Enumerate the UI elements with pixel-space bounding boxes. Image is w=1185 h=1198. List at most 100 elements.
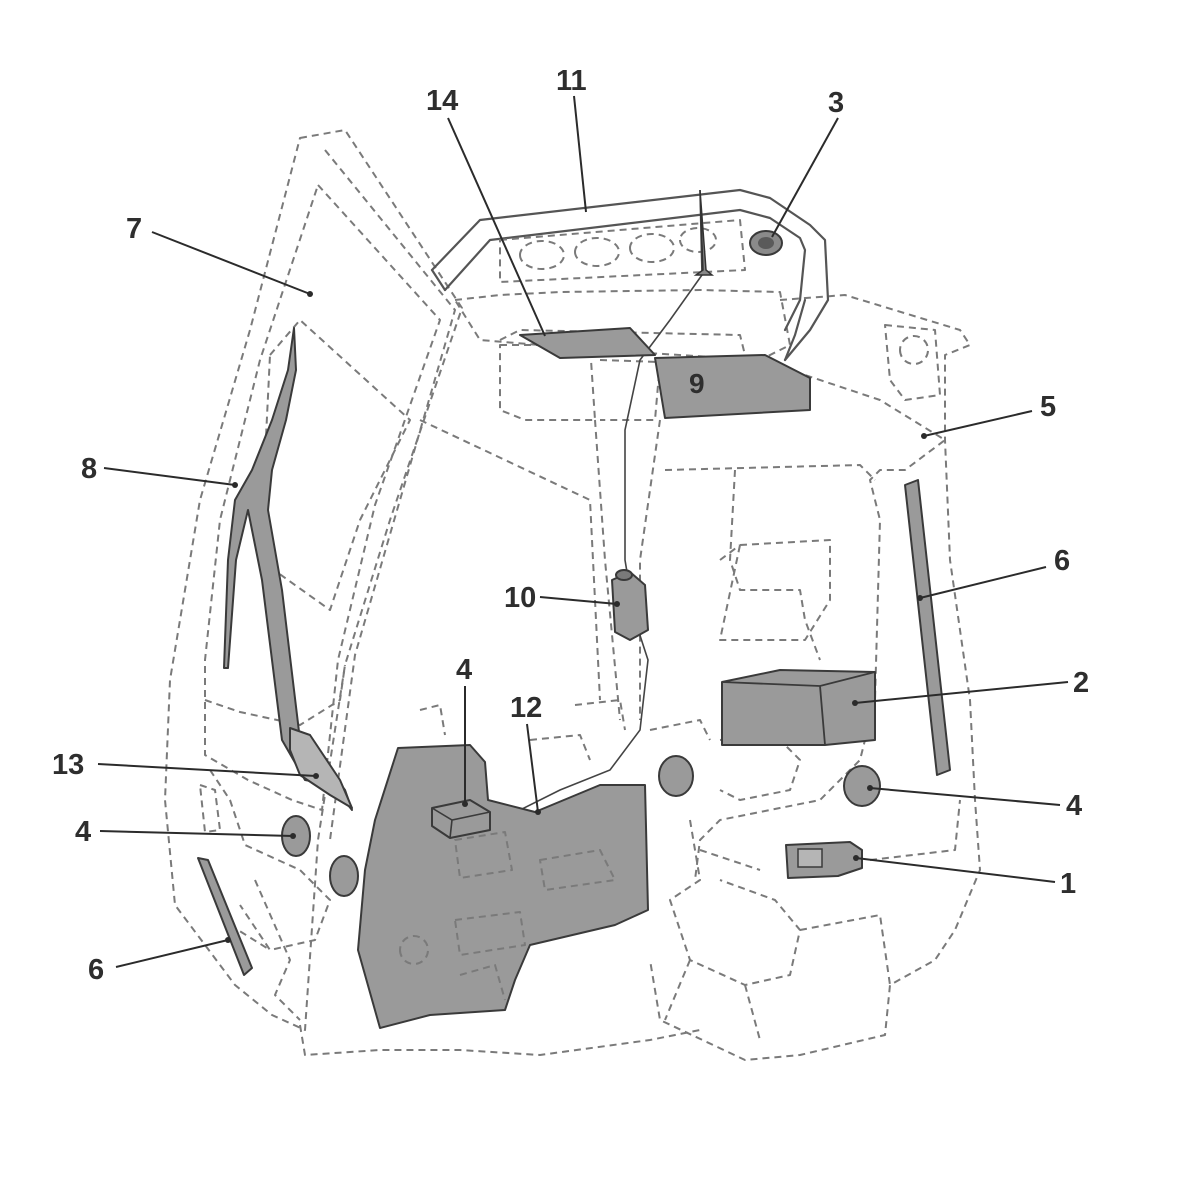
floor-outline <box>299 1024 701 1056</box>
left-lower-panel <box>204 664 346 726</box>
left-frame-outer <box>164 129 463 1031</box>
leader-11 <box>573 95 587 213</box>
leader-7 <box>151 231 311 295</box>
rear-window-2 <box>599 359 661 421</box>
callout-5: 5 <box>1040 391 1056 423</box>
callout-7: 7 <box>126 213 142 245</box>
leader-5-dot <box>921 433 927 439</box>
part-4-speaker-right <box>843 765 881 807</box>
part-4-mat-block-edge <box>431 807 491 839</box>
leader-3 <box>771 117 839 238</box>
leader-12 <box>526 723 539 813</box>
callout-14: 14 <box>426 85 458 117</box>
part-2-box-top-edge <box>721 671 876 746</box>
part-4-speaker-left-2 <box>329 855 359 897</box>
part-6-left-strip <box>197 857 253 976</box>
antenna <box>693 189 715 276</box>
right-upper-vent <box>884 324 941 401</box>
leader-8-dot <box>232 482 238 488</box>
roll-bar <box>430 188 830 362</box>
leader-6-right <box>919 566 1047 599</box>
callout-6-right: 6 <box>1054 545 1070 577</box>
roll-bar-base <box>430 268 447 292</box>
part-13-motor-cover <box>289 727 353 809</box>
callout-2: 2 <box>1073 667 1089 699</box>
callout-4-top: 4 <box>456 654 472 686</box>
left-floor <box>209 769 331 951</box>
right-vent-circle <box>899 335 929 365</box>
light-panel <box>499 219 746 283</box>
right-back-panel-2 <box>729 469 821 661</box>
leader-6-left-dot <box>225 937 231 943</box>
left-frame-inner <box>204 184 441 811</box>
part-9-rear-pad <box>654 354 811 419</box>
leader-2 <box>854 681 1069 704</box>
leader-4-left-dot <box>290 833 296 839</box>
leader-4-top-dot <box>462 801 468 807</box>
left-window <box>259 319 411 611</box>
light-housing-3 <box>629 233 675 263</box>
part-12-mat-detail <box>399 831 616 1001</box>
leader-10-dot <box>614 601 620 607</box>
part-10-bottle-cap <box>615 569 633 581</box>
part-4-speaker-center <box>658 755 694 797</box>
center-pillar-3 <box>419 419 601 701</box>
leader-14 <box>447 117 546 337</box>
callout-12: 12 <box>510 692 542 724</box>
leader-12-dot <box>535 809 541 815</box>
callout-10: 10 <box>504 582 536 614</box>
leader-4-left <box>99 830 294 837</box>
callout-4-right: 4 <box>1066 790 1082 822</box>
part-6-right-strip <box>904 479 951 776</box>
callout-13: 13 <box>52 749 84 781</box>
leader-1 <box>855 857 1056 883</box>
callout-6-left: 6 <box>88 954 104 986</box>
leader-5 <box>923 410 1033 437</box>
part-4-mat-block <box>431 799 491 839</box>
parts <box>197 230 951 1029</box>
leader-6-right-dot <box>917 595 923 601</box>
roof-frame <box>454 289 791 361</box>
right-frame-outer <box>649 294 981 1061</box>
light-housing-4 <box>679 227 717 253</box>
leader-8 <box>103 467 236 486</box>
left-frame-inner-2 <box>324 149 456 841</box>
center-pillar-right <box>639 419 661 720</box>
callout-8: 8 <box>81 453 97 485</box>
roll-bar-outer <box>430 188 830 362</box>
part-1-switch-face <box>797 848 823 868</box>
center-console-dash <box>419 699 711 761</box>
callout-9: 9 <box>689 368 705 399</box>
right-inner-panel <box>694 359 946 881</box>
leader-4-right-dot <box>867 785 873 791</box>
part-14-headliner-pad <box>519 327 656 359</box>
leader-lines <box>97 95 1069 968</box>
leader-6-left <box>115 939 229 968</box>
callout-11: 11 <box>556 65 587 97</box>
leader-13 <box>97 763 317 777</box>
part-2-right-panel-box <box>721 669 876 746</box>
part-3-dome-light-inner <box>758 237 774 249</box>
leader-13-dot <box>313 773 319 779</box>
seat-back <box>719 539 831 641</box>
leader-2-dot <box>852 700 858 706</box>
callout-1: 1 <box>1060 868 1076 900</box>
right-back-panel <box>664 464 876 481</box>
leader-7-dot <box>307 291 313 297</box>
floor-right <box>699 799 961 871</box>
left-pedal-box <box>199 784 221 833</box>
callout-numbers: 1 2 3 4 4 4 5 6 6 7 8 9 10 11 12 13 14 <box>52 65 1089 986</box>
roll-bar-end <box>783 298 807 362</box>
leader-4-right <box>869 787 1061 806</box>
roll-bar-inner <box>443 208 807 332</box>
floor-inner-2 <box>664 914 891 1041</box>
leader-10 <box>539 596 618 605</box>
part-12-floor-mat <box>357 744 649 1029</box>
light-housing-1 <box>519 240 565 270</box>
cab-outline <box>164 129 981 1061</box>
callout-4-left: 4 <box>75 816 91 848</box>
leader-1-dot <box>853 855 859 861</box>
left-floor-2 <box>229 879 301 1021</box>
callout-3: 3 <box>828 87 844 119</box>
